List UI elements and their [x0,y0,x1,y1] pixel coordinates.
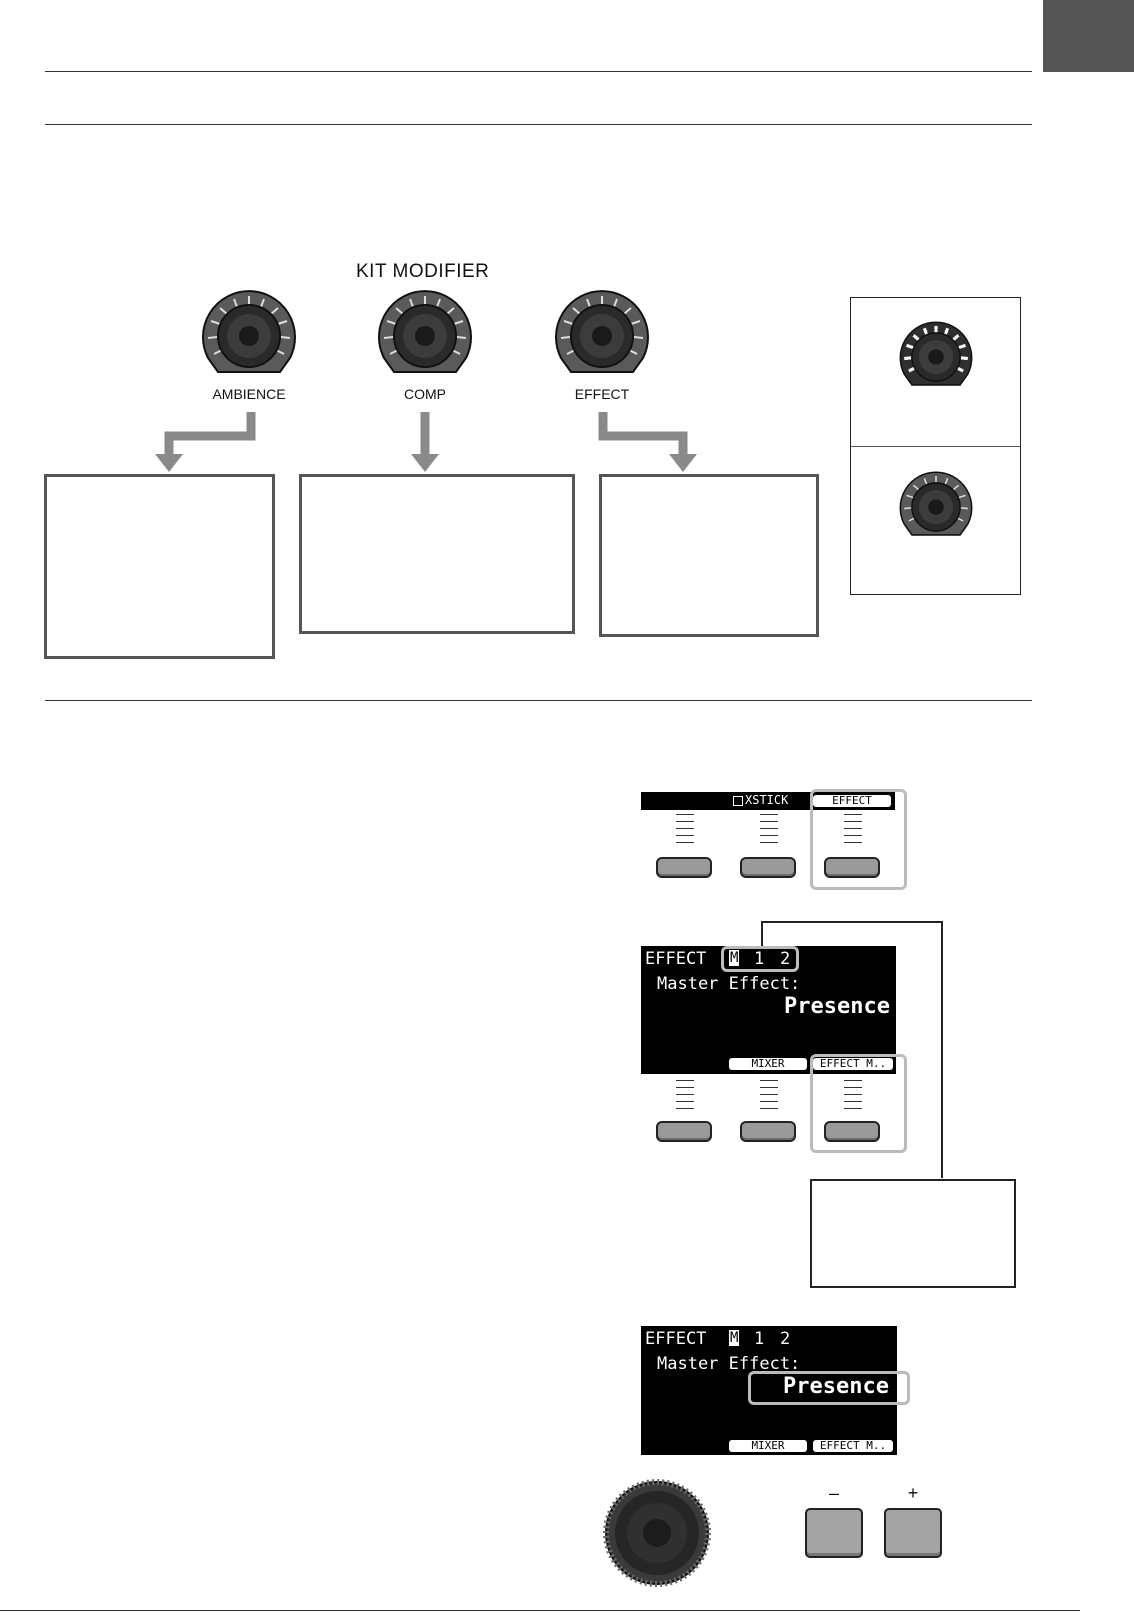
ticks-3 [844,814,862,848]
screen2-header-effect: EFFECT [645,1329,707,1349]
knob-effect-icon[interactable] [553,290,651,380]
knob-label-effect: EFFECT [574,386,630,402]
ticks-4 [676,1080,694,1114]
screen1-mixer-softkey: MIXER [729,1058,807,1070]
note-box [810,1179,1016,1288]
xstick-indicator-icon [733,796,743,806]
lcd-screen-2: EFFECT M 1 2 Master Effect: Presence MIX… [641,1326,897,1455]
arrow-comp-icon [411,412,439,472]
effect-m-button-highlight [810,1054,907,1153]
chapter-tab [1043,0,1134,72]
section-rule-top [45,124,1032,125]
screen2-effect-value: Presence [783,1374,889,1399]
knob-comp-icon[interactable] [376,290,474,380]
screen1-header-effect: EFFECT [645,949,707,969]
knob-indicator-panel [850,297,1021,595]
function-button-4[interactable] [656,1121,712,1142]
screen1-effect-value: Presence [784,994,890,1019]
function-button-6[interactable] [824,1121,880,1142]
screen1-header-highlight [721,946,799,972]
screen1-header-m: M [729,950,740,966]
screen2-header-2: 2 [780,1329,791,1349]
comp-description-box [299,474,575,634]
increment-button[interactable] [884,1508,942,1558]
ticks-6 [844,1080,862,1114]
screen1-master-effect-label: Master Effect: [657,974,801,994]
minus-sign: – [828,1483,839,1503]
screen2-header-1: 1 [754,1329,765,1349]
screen1-effect-m-softkey: EFFECT M.. [813,1058,893,1070]
lcd-screen-1: EFFECT M 1 2 Master Effect: Presence MIX… [641,946,896,1074]
section-rule-middle [45,700,1032,701]
knob-lit-icon [899,321,973,386]
ticks-5 [760,1080,778,1114]
knob-label-ambience: AMBIENCE [212,386,286,402]
function-button-1[interactable] [656,857,712,878]
screen2-value-highlight [748,1371,910,1405]
screen2-master-effect-label: Master Effect: [657,1354,801,1374]
panel-divider [851,446,1020,447]
effect-description-box [599,474,819,637]
screen2-header-m: M [729,1330,740,1346]
arrow-effect-icon [598,412,697,472]
function-button-2[interactable] [740,857,796,878]
kit-modifier-title: KIT MODIFIER [356,261,490,282]
footer-rule [0,1610,1080,1611]
function-button-3[interactable] [824,857,880,878]
header-rule [45,71,1032,72]
ticks-1 [676,814,694,848]
screen2-effect-m-softkey: EFFECT M.. [813,1440,893,1452]
effect-softkey-label: EFFECT [813,795,891,807]
screen1-header-2: 2 [780,949,791,969]
data-dial-icon[interactable] [603,1479,711,1587]
soft-key-strip: XSTICK EFFECT [641,792,895,810]
effect-button-highlight [810,789,907,890]
connector-line [761,921,943,1178]
function-button-5[interactable] [740,1121,796,1142]
decrement-button[interactable] [805,1508,863,1558]
arrow-ambience-icon [155,412,256,472]
screen1-header-1: 1 [754,949,765,969]
screen2-mixer-softkey: MIXER [729,1440,807,1452]
xstick-label: XSTICK [745,793,789,807]
knob-label-comp: COMP [404,386,446,402]
ticks-2 [760,814,778,848]
knob-unlit-icon [899,471,973,536]
plus-sign: + [907,1483,919,1503]
knob-ambience-icon[interactable] [200,290,298,380]
ambience-description-box [44,474,275,659]
